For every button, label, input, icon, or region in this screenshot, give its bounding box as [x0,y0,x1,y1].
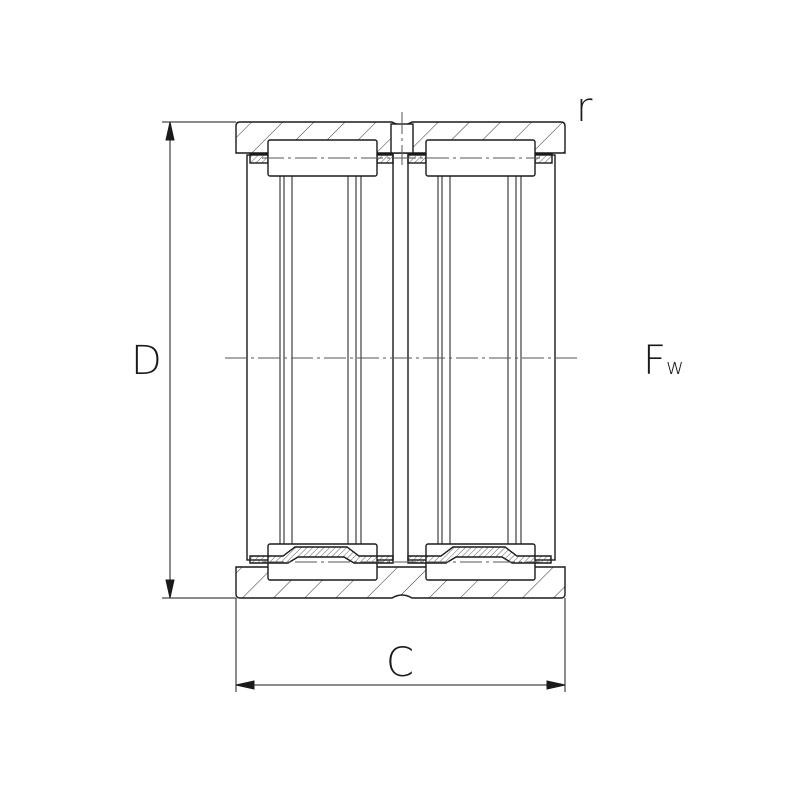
needle-lines [279,176,522,544]
label-fw-sub: w [666,355,685,380]
label-r: r [576,85,593,131]
label-c: C [386,640,414,686]
cage-profile-left [249,546,394,564]
dimension-c [235,598,566,692]
label-fw: Fw [643,341,684,381]
cage-profile-right [407,546,552,564]
dimension-d [162,121,236,599]
label-fw-main: F [643,338,667,384]
label-d: D [131,338,162,384]
